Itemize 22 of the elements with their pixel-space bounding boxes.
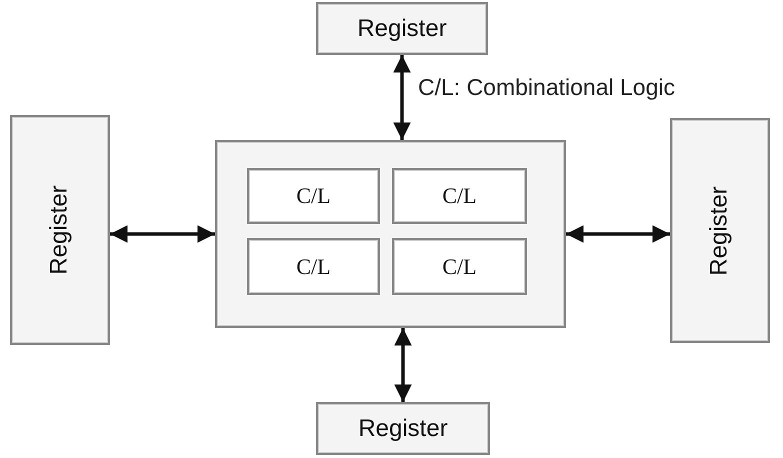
register-box bbox=[316, 2, 488, 55]
logic-box bbox=[247, 238, 380, 295]
box-label: C/L bbox=[442, 254, 477, 280]
logic-box bbox=[392, 238, 527, 295]
box-label: C/L bbox=[442, 183, 477, 209]
register-box bbox=[670, 118, 770, 343]
double-arrow bbox=[110, 225, 215, 243]
double-arrow bbox=[393, 55, 411, 140]
box-label: C/L bbox=[296, 183, 331, 209]
box-label: C/L bbox=[296, 254, 331, 280]
note-text: C/L: Combinational Logic bbox=[418, 74, 675, 101]
register-box bbox=[10, 115, 110, 345]
register-box bbox=[316, 402, 490, 455]
double-arrow bbox=[566, 225, 670, 243]
logic-box bbox=[247, 168, 380, 224]
box-label: Register bbox=[706, 186, 734, 276]
box-label: Register bbox=[46, 185, 74, 275]
box-label: Register bbox=[358, 414, 448, 442]
logic-box bbox=[392, 168, 527, 224]
double-arrow bbox=[394, 328, 412, 402]
logic-block bbox=[215, 140, 566, 328]
box-label: Register bbox=[357, 14, 447, 42]
